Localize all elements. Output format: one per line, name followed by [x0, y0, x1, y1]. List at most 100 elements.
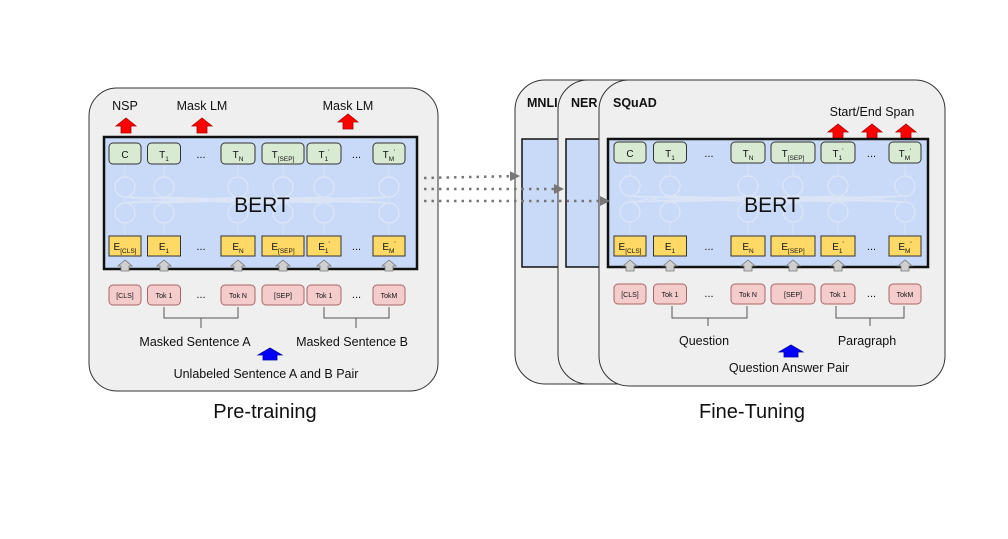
output-box-5	[888, 141, 922, 164]
embedding-label-5-subscript: M	[905, 248, 910, 255]
output-label-4: T1'	[319, 149, 330, 163]
embedding-label-3-subscript: [SEP]	[788, 248, 805, 255]
masked-sentence-b-label: Masked Sentence B	[296, 335, 408, 349]
output-label-1: T1	[665, 149, 675, 162]
output-label-3: T[SEP]	[782, 149, 805, 162]
question-label: Question	[679, 334, 729, 348]
embedding-label-3-main: E	[271, 242, 278, 253]
output-box-1	[147, 142, 181, 165]
output-box-2	[220, 142, 256, 165]
mask-lm-arrow-icon-2	[336, 113, 360, 130]
embedding-label-4-subscript: 1	[325, 248, 329, 255]
input-arrow-icon-4	[829, 259, 847, 272]
ellipsis-2-0: ...	[704, 288, 713, 300]
output-label-5: TM'	[899, 148, 912, 162]
output-label-2-subscript: N	[239, 156, 244, 163]
embedding-label-5-subscript: M	[389, 248, 394, 255]
embedding-box-5	[888, 235, 922, 257]
token-box-2	[730, 283, 766, 305]
token-box-4	[820, 283, 856, 305]
output-label-2-main: T	[743, 149, 749, 160]
embedding-box-2	[220, 235, 256, 257]
token-label-0: [CLS]	[116, 293, 134, 300]
output-label-4-main: T	[833, 149, 839, 160]
output-label-4-subscript: 1	[839, 155, 843, 162]
output-label-2: TN	[743, 149, 754, 162]
input-arrow-icon-3	[274, 259, 292, 272]
embedding-label-5: EM'	[898, 241, 911, 255]
output-label-3: T[SEP]	[272, 150, 295, 163]
output-label-5-main: T	[383, 150, 389, 161]
input-arrow-icon-5	[380, 259, 398, 272]
ellipsis-1-1: ...	[867, 241, 876, 253]
embedding-label-4: E1'	[832, 241, 844, 255]
token-label-2: Tok N	[739, 292, 757, 299]
ellipsis-1-0: ...	[196, 241, 205, 253]
output-label-1-main: T	[159, 150, 165, 161]
output-label-3-subscript: [SEP]	[788, 155, 805, 162]
input-arrow-icon-5	[896, 259, 914, 272]
embedding-label-4: E1'	[318, 241, 330, 255]
token-box-2	[220, 284, 256, 306]
token-label-1: Tok 1	[662, 292, 679, 299]
token-box-0	[108, 284, 142, 306]
token-box-3	[770, 283, 816, 305]
embedding-label-5-prime: '	[910, 241, 911, 248]
finetuning-caption: Fine-Tuning	[699, 401, 805, 423]
paragraph-bracket	[835, 306, 905, 326]
head-label-nsp: NSP	[112, 99, 138, 113]
output-label-5-prime: '	[910, 148, 911, 155]
token-label-1: Tok 1	[156, 293, 173, 300]
ellipsis-0-0: ...	[196, 149, 205, 161]
token-label-5: TokM	[897, 292, 914, 299]
output-label-0: C	[121, 150, 128, 161]
embedding-label-4-subscript: 1	[839, 248, 843, 255]
input-arrow-icon-0	[621, 259, 639, 272]
output-box-2	[730, 141, 766, 164]
transfer-arrow-mnli	[423, 171, 520, 182]
sentence-b-bracket	[323, 307, 390, 328]
output-box-3	[261, 142, 305, 165]
squad-task-label: SQuAD	[613, 96, 657, 110]
embedding-label-5: EM'	[382, 241, 395, 255]
embedding-label-1-main: E	[665, 242, 672, 253]
hidden-edge-5-2	[747, 195, 906, 203]
ellipsis-0-0: ...	[704, 148, 713, 160]
input-arrow-icon-1	[155, 259, 173, 272]
output-label-1-subscript: 1	[671, 155, 675, 162]
output-label-4-subscript: 1	[325, 156, 329, 163]
token-label-3: [SEP]	[274, 293, 292, 300]
embedding-label-0-subscript: [CLS]	[625, 248, 641, 255]
ellipsis-1-1: ...	[352, 241, 361, 253]
output-label-4-prime: '	[328, 149, 329, 156]
mnli-task-label: MNLI	[527, 96, 558, 110]
token-label-4: Tok 1	[830, 292, 847, 299]
embedding-label-3: E[SEP]	[781, 242, 804, 255]
hidden-edge-1-0	[629, 195, 671, 203]
embedding-label-4-prime: '	[329, 241, 330, 248]
embedding-label-4-prime: '	[843, 241, 844, 248]
embedding-label-2: EN	[232, 242, 244, 255]
output-label-5-prime: '	[394, 149, 395, 156]
output-box-0	[108, 142, 142, 165]
embedding-box-1	[147, 235, 181, 257]
input-arrow-icon-4	[315, 259, 333, 272]
hidden-edge-5-2	[237, 196, 390, 204]
token-box-1	[653, 283, 687, 305]
embedding-label-0-subscript: [CLS]	[120, 248, 136, 255]
ellipsis-2-1: ...	[352, 289, 361, 301]
embedding-label-1-subscript: 1	[166, 248, 170, 255]
embedding-box-4	[820, 235, 856, 257]
embedding-box-5	[372, 235, 406, 257]
head-label-mask_lm_2: Mask LM	[323, 99, 374, 113]
embedding-label-2-subscript: N	[749, 248, 754, 255]
hidden-edge-5-1	[163, 196, 390, 204]
embedding-label-5-prime: '	[394, 241, 395, 248]
hidden-edge-5-1	[669, 195, 906, 203]
embedding-box-0	[613, 235, 647, 257]
embedding-label-4-main: E	[832, 242, 839, 253]
output-label-2: TN	[233, 150, 244, 163]
embedding-label-1-main: E	[159, 242, 166, 253]
